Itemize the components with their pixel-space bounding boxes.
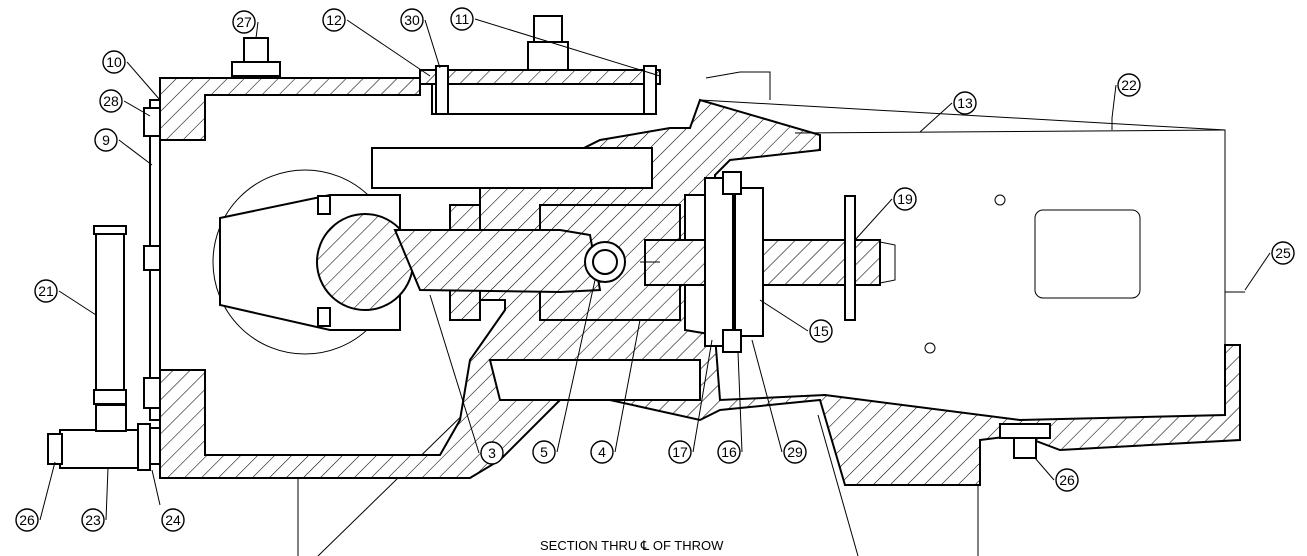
callout-5-label: 5 (540, 444, 548, 460)
callout-16-label: 16 (721, 444, 737, 460)
callout-25: 25 (1271, 241, 1295, 265)
callout-19: 19 (893, 187, 917, 211)
callout-17-label: 17 (672, 444, 688, 460)
callout-21: 21 (34, 279, 58, 303)
callout-4: 4 (590, 440, 614, 464)
callout-21-label: 21 (38, 283, 54, 299)
callout-19-label: 19 (897, 191, 913, 207)
callout-30-label: 30 (404, 12, 420, 28)
callout-26-bottom-label: 26 (1059, 472, 1075, 488)
callout-3-label: 3 (488, 445, 496, 461)
callout-17: 17 (668, 440, 692, 464)
callout-15: 15 (809, 319, 833, 343)
callout-29: 29 (783, 440, 807, 464)
callout-9: 9 (94, 128, 118, 152)
callout-15-label: 15 (813, 323, 829, 339)
drain-fitting (47, 404, 161, 471)
callout-12-label: 12 (326, 12, 342, 28)
callout-28-label: 28 (103, 93, 119, 109)
callout-5: 5 (532, 440, 556, 464)
connecting-rod (393, 229, 626, 294)
sight-glass (93, 225, 127, 405)
end-cover (143, 99, 161, 421)
distance-piece (699, 99, 1245, 415)
callout-9-label: 9 (102, 132, 110, 148)
callout-22: 22 (1117, 73, 1141, 97)
callout-4-label: 4 (598, 444, 606, 460)
callout-12: 12 (322, 8, 346, 32)
bottom-plug (999, 423, 1051, 459)
callout-22-label: 22 (1121, 77, 1137, 93)
callout-24: 24 (161, 508, 185, 532)
callout-27-label: 27 (236, 14, 252, 30)
leader-lines (39, 18, 1271, 521)
callout-24-label: 24 (165, 512, 181, 528)
section-caption: SECTION THRU ℄ OF THROW (540, 538, 724, 553)
pin (844, 195, 856, 321)
callout-26-left: 26 (15, 508, 39, 532)
callout-16: 16 (717, 440, 741, 464)
breather-cap (231, 37, 281, 77)
callout-23: 23 (81, 508, 105, 532)
callout-13-label: 13 (957, 95, 973, 111)
callout-28: 28 (99, 89, 123, 113)
callout-30: 30 (400, 8, 424, 32)
callout-3: 3 (480, 441, 504, 465)
callout-27: 27 (232, 10, 256, 34)
callout-29-label: 29 (787, 444, 803, 460)
callout-25-label: 25 (1275, 245, 1291, 261)
crankshaft-disc (212, 169, 414, 355)
callout-10-label: 10 (106, 54, 122, 70)
callout-26-bottom: 26 (1055, 468, 1079, 492)
packing-assembly (704, 171, 764, 353)
callout-11-label: 11 (455, 11, 470, 27)
callout-13: 13 (953, 91, 977, 115)
callout-26-left-label: 26 (19, 512, 35, 528)
callout-10: 10 (102, 50, 126, 74)
callout-23-label: 23 (85, 512, 101, 528)
piston-rod (640, 239, 896, 286)
callout-11: 11 (450, 7, 474, 31)
